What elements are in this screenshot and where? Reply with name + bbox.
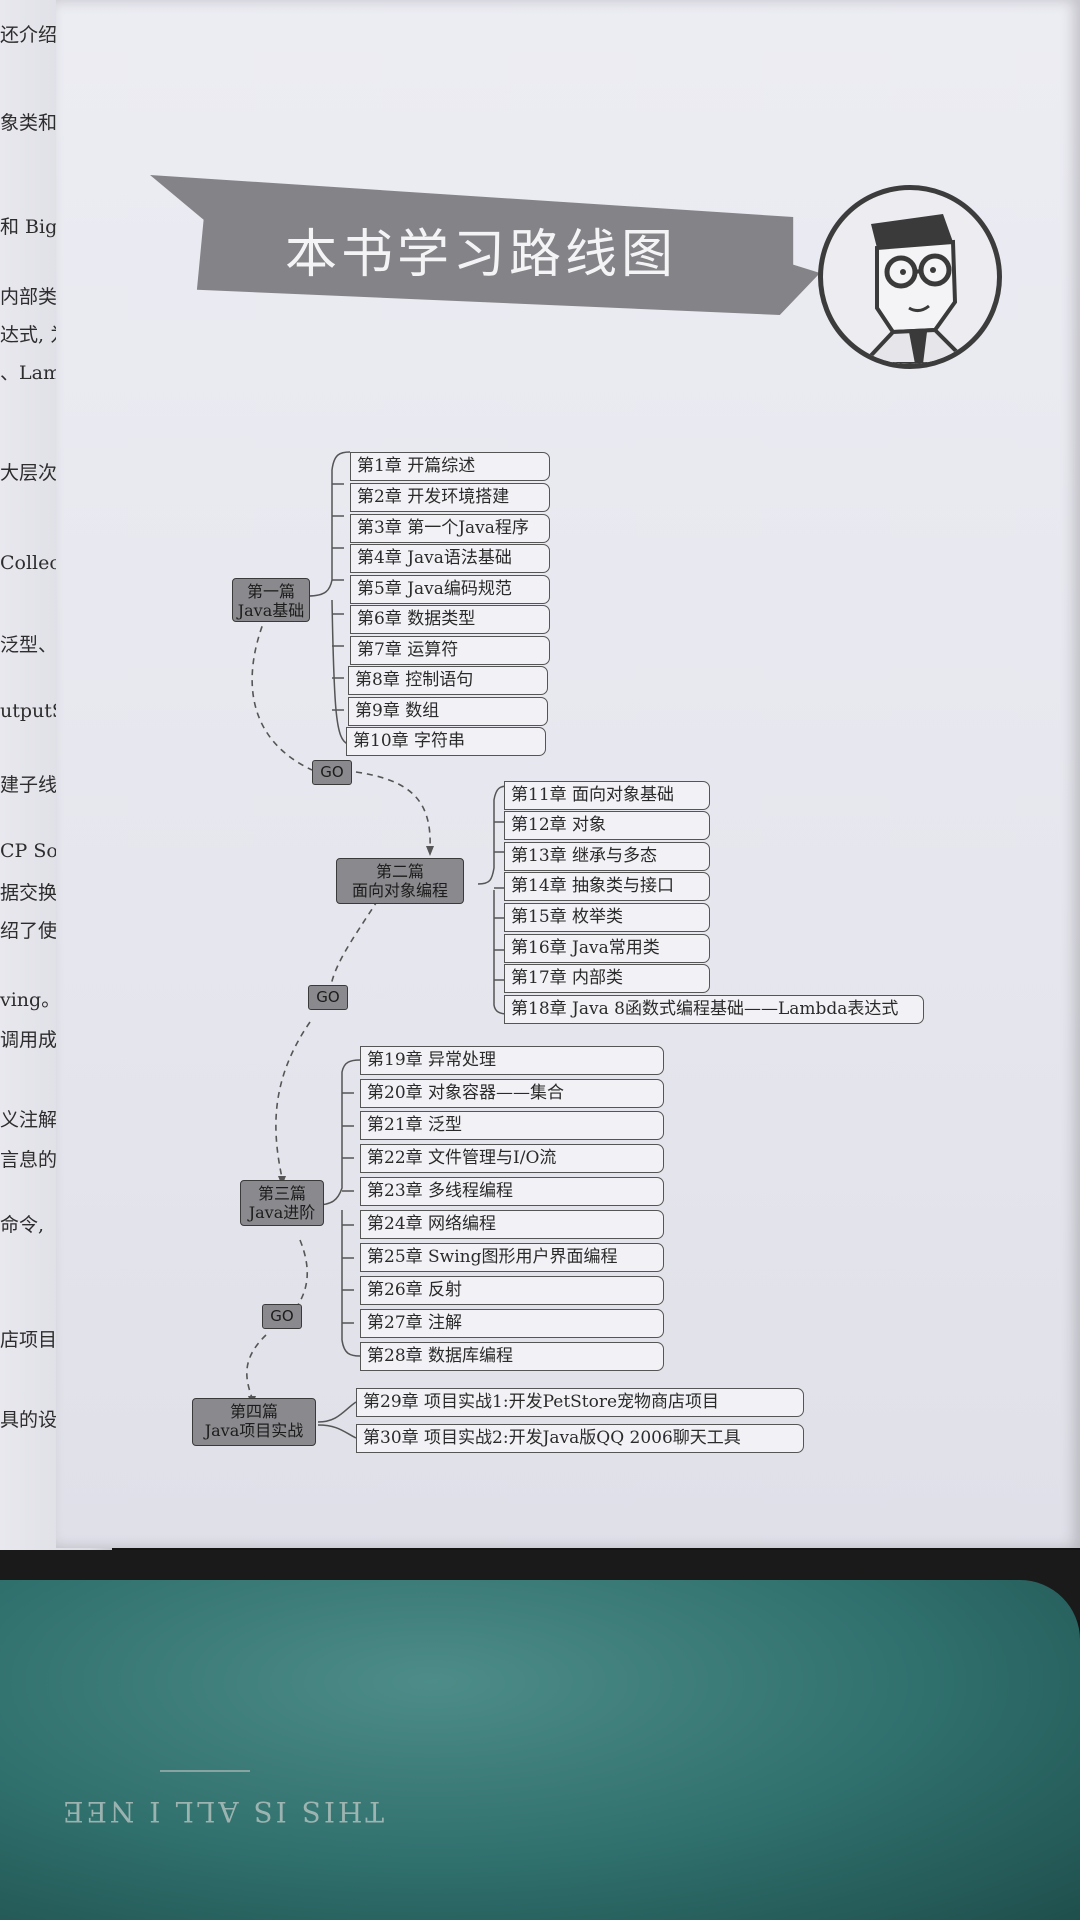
chapter-node: 第23章 多线程编程 [360,1177,664,1206]
part-3-node: 第三篇 Java进阶 [240,1180,324,1226]
teal-fabric [0,1580,1080,1920]
part-2-node: 第二篇 面向对象编程 [336,858,464,904]
chapter-node: 第29章 项目实战1:开发PetStore宠物商店项目 [356,1388,804,1417]
chapter-node: 第22章 文件管理与I/O流 [360,1144,664,1173]
chapter-node: 第3章 第一个Java程序 [350,514,550,543]
chapter-node: 第16章 Java常用类 [504,934,710,963]
part-number: 第一篇 [246,582,295,601]
chapter-node: 第2章 开发环境搭建 [350,483,550,512]
chapter-node: 第21章 泛型 [360,1111,664,1140]
chapter-node: 第28章 数据库编程 [360,1342,664,1371]
left-page-line: 具的设 [0,1409,58,1431]
chapter-node: 第7章 运算符 [350,636,550,665]
chapter-node: 第9章 数组 [348,697,548,726]
part-title: Java进阶 [248,1203,316,1222]
chapter-node: 第20章 对象容器——集合 [360,1079,664,1108]
chapter-node: 第25章 Swing图形用户界面编程 [360,1243,664,1272]
left-page-line: 命令, [0,1214,45,1236]
part-number: 第四篇 [229,1402,278,1421]
part-1-node: 第一篇 Java基础 [232,578,310,622]
part-title: Java基础 [237,601,305,620]
chapter-node: 第18章 Java 8函数式编程基础——Lambda表达式 [504,995,924,1024]
chapter-node: 第24章 网络编程 [360,1210,664,1239]
chapter-node: 第10章 字符串 [346,727,546,756]
left-page-line: 店项目 [0,1329,58,1351]
chapter-node: 第5章 Java编码规范 [350,575,550,604]
left-page-line: ving。 [0,989,61,1011]
chapter-node: 第15章 枚举类 [504,903,710,932]
chapter-node: 第26章 反射 [360,1276,664,1305]
cartoon-avatar-icon [818,185,1002,369]
chapter-node: 第4章 Java语法基础 [350,544,550,573]
chapter-node: 第14章 抽象类与接口 [504,872,710,901]
part-title: 面向对象编程 [351,881,448,900]
part-4-node: 第四篇 Java项目实战 [192,1398,316,1446]
page-title: 本书学习路线图 [285,225,678,285]
chapter-node: 第27章 注解 [360,1309,664,1338]
part-number: 第二篇 [375,862,424,881]
chapter-node: 第6章 数据类型 [350,605,550,634]
chapter-node: 第30章 项目实战2:开发Java版QQ 2006聊天工具 [356,1424,804,1453]
part-title: Java项目实战 [204,1421,304,1440]
chapter-node: 第17章 内部类 [504,964,710,993]
go-marker: GO [262,1304,302,1329]
go-marker: GO [308,985,348,1010]
chapter-node: 第1章 开篇综述 [350,452,550,481]
go-marker: GO [312,760,352,785]
fabric-print-text: THIS IS ALL I NEE [60,1795,385,1828]
fabric-ornament [160,1770,250,1772]
chapter-node: 第12章 对象 [504,811,710,840]
chapter-node: 第11章 面向对象基础 [504,781,710,810]
chapter-node: 第13章 继承与多态 [504,842,710,871]
part-number: 第三篇 [257,1184,306,1203]
chapter-node: 第8章 控制语句 [348,666,548,695]
chapter-node: 第19章 异常处理 [360,1046,664,1075]
